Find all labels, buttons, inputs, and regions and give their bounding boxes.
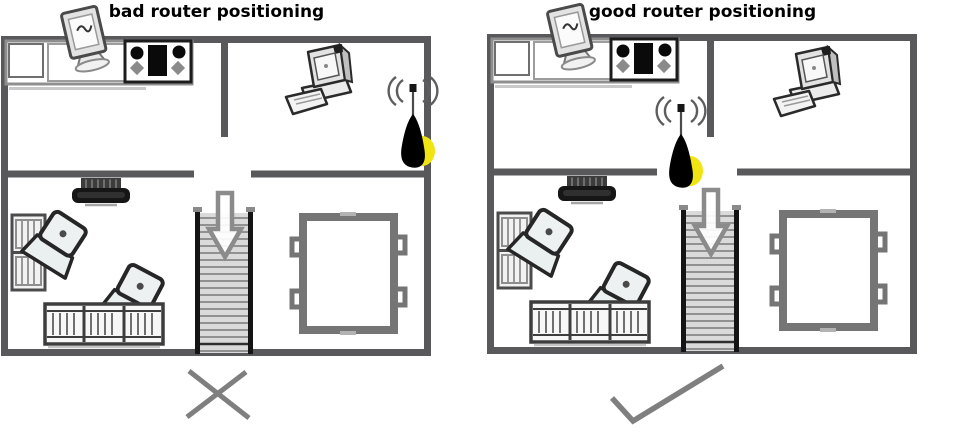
dining-table-icon	[772, 209, 885, 332]
tv-icon	[556, 174, 618, 205]
dining-table-icon	[292, 212, 405, 335]
sofa-icon	[529, 300, 651, 347]
panel-good-router: good router positioning	[481, 0, 962, 433]
stove-icon	[123, 39, 193, 84]
panel-bad-router: bad router positioning	[1, 2, 439, 420]
desktop-computer-icon	[284, 42, 354, 116]
sofa-icon	[43, 302, 165, 349]
floor-plan-good	[487, 2, 917, 425]
check-icon	[609, 363, 725, 425]
floor-plan-bad	[1, 4, 439, 420]
wifi-router-icon	[655, 95, 707, 189]
cross-icon	[185, 369, 251, 420]
desktop-computer-icon	[772, 44, 842, 118]
stove-icon	[609, 37, 679, 82]
tv-icon	[70, 176, 132, 207]
floor-plan	[1, 4, 439, 354]
floor-plan	[487, 2, 917, 352]
